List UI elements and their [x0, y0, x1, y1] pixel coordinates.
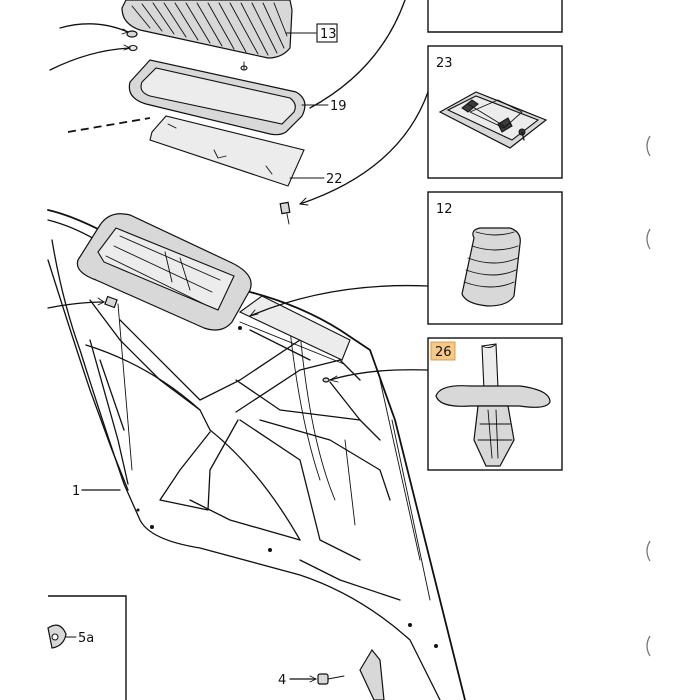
- clip-fastener: [126, 30, 248, 71]
- label-13-box: [316, 23, 338, 43]
- part-label-26: 26: [435, 345, 452, 360]
- detail-box-5a: [47, 595, 127, 700]
- page-binding-mark: [646, 540, 651, 562]
- hood-scoop: [76, 213, 351, 365]
- seal-frame-part: [128, 59, 306, 136]
- bonnet-panel: [47, 209, 466, 700]
- part-label-22: 22: [326, 172, 343, 187]
- vent-grille-part: [121, 0, 293, 59]
- detail-box-23: [427, 45, 563, 179]
- bolt-part: [289, 648, 385, 700]
- part-label-13: 13: [320, 27, 337, 42]
- small-clip: [279, 201, 291, 225]
- part-label-1: 1: [72, 484, 80, 499]
- part-label-12: 12: [436, 202, 453, 217]
- label-26-highlight: [430, 341, 456, 361]
- part-label-4: 4: [278, 673, 286, 688]
- page-binding-mark: [646, 135, 651, 157]
- part-label-23: 23: [436, 56, 453, 71]
- page-binding-mark: [646, 228, 651, 250]
- hood-clip: [47, 295, 118, 309]
- detail-box-top: [427, 0, 563, 33]
- part-label-5a: 5a: [78, 631, 94, 646]
- page-binding-mark: [646, 635, 651, 657]
- detail-box-12: [427, 191, 563, 325]
- part-label-19: 19: [330, 99, 347, 114]
- gasket-plate-part: [149, 115, 305, 187]
